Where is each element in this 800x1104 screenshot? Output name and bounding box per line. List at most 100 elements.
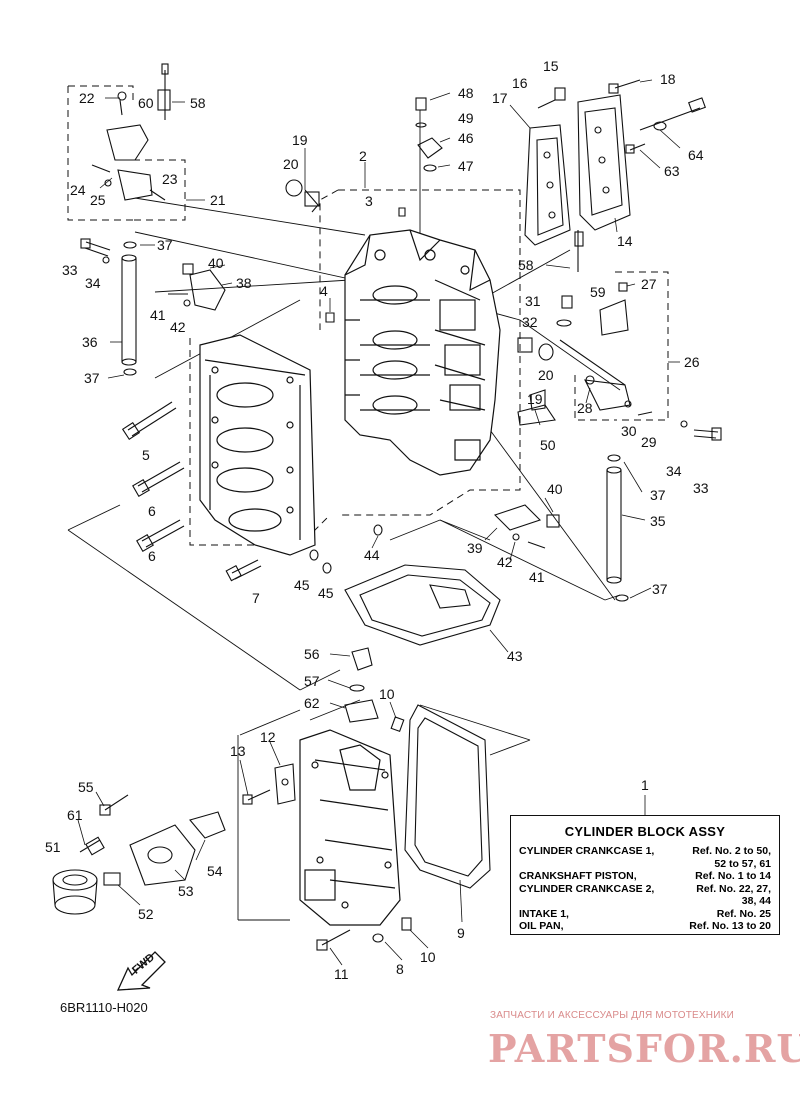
dowel-10-upper bbox=[390, 716, 405, 733]
callout-61: 61 bbox=[67, 807, 83, 823]
callout-2: 2 bbox=[359, 148, 367, 164]
callout-8: 8 bbox=[396, 961, 404, 977]
leader-lines bbox=[67, 110, 621, 921]
assy-ref-number: 1 bbox=[641, 777, 649, 793]
tube-35 bbox=[606, 454, 629, 602]
assy-line: CRANKSHAFT PISTON,Ref. No. 1 to 14 bbox=[519, 870, 771, 882]
gasket-50 bbox=[517, 404, 556, 426]
tube-36 bbox=[121, 241, 137, 376]
bracket-12 bbox=[274, 763, 296, 805]
gasket-43 bbox=[344, 564, 501, 646]
callout-54: 54 bbox=[207, 863, 223, 879]
callout-37-c: 37 bbox=[650, 487, 666, 503]
plug-52 bbox=[103, 872, 121, 886]
oil-filter-51 bbox=[52, 869, 98, 915]
callout-44: 44 bbox=[364, 547, 380, 563]
callout-32: 32 bbox=[522, 314, 538, 330]
washer-8 bbox=[372, 933, 384, 943]
callout-16: 16 bbox=[512, 75, 528, 91]
oil-pan-body bbox=[299, 729, 401, 926]
callout-42-right: 42 bbox=[497, 554, 513, 570]
intake-26 bbox=[559, 339, 653, 416]
assy-line: INTAKE 1,Ref. No. 25 bbox=[519, 907, 771, 920]
callout-63: 63 bbox=[664, 163, 680, 179]
callout-leaders bbox=[77, 79, 681, 966]
callout-3: 3 bbox=[365, 193, 373, 209]
callout-51: 51 bbox=[45, 839, 61, 855]
callout-33-right: 33 bbox=[693, 480, 709, 496]
callout-57: 57 bbox=[304, 673, 320, 689]
callout-58-top: 58 bbox=[190, 95, 206, 111]
callout-20-right: 20 bbox=[538, 367, 554, 383]
o-ring-44 bbox=[373, 524, 383, 536]
watermark-tagline: ЗАПЧАСТИ И АКСЕССУАРЫ ДЛЯ МОТОТЕХНИКИ bbox=[490, 1010, 735, 1021]
callout-34-left: 34 bbox=[85, 275, 101, 291]
callout-41-top: 41 bbox=[150, 307, 166, 323]
callout-42-top: 42 bbox=[170, 319, 186, 335]
fitting-19-20-right bbox=[517, 337, 554, 411]
callout-21: 21 bbox=[210, 192, 226, 208]
callout-25-top: 25 bbox=[90, 192, 106, 208]
assembly-reference-box: CYLINDER BLOCK ASSY CYLINDER CRANKCASE 1… bbox=[510, 815, 780, 935]
callout-17: 17 bbox=[492, 90, 508, 106]
callout-39: 39 bbox=[467, 540, 483, 556]
bolt-33-right bbox=[680, 420, 722, 441]
callout-33-left: 33 bbox=[62, 262, 78, 278]
callout-53: 53 bbox=[178, 883, 194, 899]
callout-12: 12 bbox=[260, 729, 276, 745]
sensor-58-right bbox=[574, 230, 584, 272]
sensor-61 bbox=[79, 836, 105, 856]
assy-title: CYLINDER BLOCK ASSY bbox=[564, 824, 726, 839]
pin-4 bbox=[325, 312, 335, 323]
assy-line: OIL PAN,Ref. No. 13 to 20 bbox=[519, 920, 771, 932]
callout-10-lower: 10 bbox=[420, 949, 436, 965]
callout-35: 35 bbox=[650, 513, 666, 529]
assy-line: 52 to 57, 61 bbox=[714, 857, 771, 870]
callout-14: 14 bbox=[617, 233, 633, 249]
assy-line: CYLINDER CRANKCASE 1,Ref. No. 2 to 50, bbox=[519, 845, 771, 857]
callout-59: 59 bbox=[590, 284, 606, 300]
callout-4: 4 bbox=[320, 283, 328, 299]
callout-30: 30 bbox=[621, 423, 637, 439]
callout-45-b: 45 bbox=[318, 585, 334, 601]
bolt-13 bbox=[242, 789, 271, 805]
callout-7: 7 bbox=[252, 590, 260, 606]
callout-29: 29 bbox=[641, 434, 657, 450]
callout-38: 38 bbox=[236, 275, 252, 291]
callout-10-upper: 10 bbox=[379, 686, 395, 702]
bolts-left bbox=[121, 401, 262, 582]
callout-31: 31 bbox=[525, 293, 541, 309]
fitting-56-57-62 bbox=[344, 647, 379, 723]
callout-37-a: 37 bbox=[157, 237, 173, 253]
sensor-31-32 bbox=[556, 295, 573, 327]
bolt-63 bbox=[625, 143, 646, 154]
o-ring-45-b bbox=[322, 562, 332, 574]
callout-13: 13 bbox=[230, 743, 246, 759]
callout-55: 55 bbox=[78, 779, 94, 795]
callout-23: 23 bbox=[162, 171, 178, 187]
callout-49: 49 bbox=[458, 110, 474, 126]
callout-40-right: 40 bbox=[547, 481, 563, 497]
callout-22: 22 bbox=[79, 90, 95, 106]
cover-17 bbox=[524, 124, 571, 246]
callout-47: 47 bbox=[458, 158, 474, 174]
crankcase-left bbox=[199, 334, 316, 556]
callout-28: 28 bbox=[577, 400, 593, 416]
callout-6-b: 6 bbox=[148, 548, 156, 564]
callout-34-right: 34 bbox=[666, 463, 682, 479]
callout-50: 50 bbox=[540, 437, 556, 453]
callout-62: 62 bbox=[304, 695, 320, 711]
callout-46: 46 bbox=[458, 130, 474, 146]
fitting-19-20-upper bbox=[285, 179, 320, 213]
sensor-64 bbox=[639, 97, 706, 131]
switch-assembly bbox=[91, 63, 171, 201]
bolt-11 bbox=[316, 929, 351, 951]
callout-43: 43 bbox=[507, 648, 523, 664]
fwd-arrow bbox=[116, 951, 166, 991]
callout-27: 27 bbox=[641, 276, 657, 292]
callout-18: 18 bbox=[660, 71, 676, 87]
callout-19-right: 19 bbox=[527, 391, 543, 407]
gasket-54 bbox=[189, 811, 226, 839]
